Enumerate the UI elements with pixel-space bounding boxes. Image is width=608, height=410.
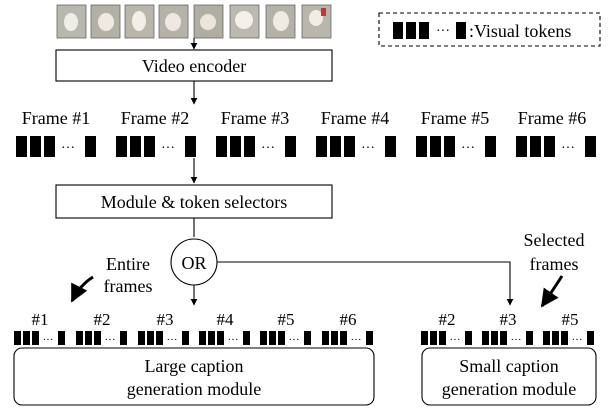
- legend: ··· :Visual tokens: [378, 12, 601, 47]
- frame-label: Frame #6: [518, 108, 586, 128]
- small-module-line1: Small caption: [459, 356, 558, 376]
- frame-label: Frame #3: [221, 108, 289, 128]
- entire-frames-line2: frames: [104, 276, 153, 296]
- svg-text:···: ···: [289, 334, 300, 346]
- svg-text:···: ···: [167, 334, 178, 346]
- frame-label: Frame #1: [22, 108, 90, 128]
- video-frame-thumbnail: [56, 4, 87, 39]
- frame-label: Frame #5: [421, 108, 489, 128]
- selector-label: Module & token selectors: [101, 192, 287, 212]
- svg-text:···: ···: [261, 141, 275, 156]
- selected-frames-arrow: [540, 275, 564, 308]
- small-module-line2: generation module: [442, 379, 576, 399]
- svg-text:···: ···: [450, 334, 461, 346]
- small-caption-module: Small caption generation module: [421, 347, 597, 406]
- frame-token-group: ···: [516, 136, 596, 157]
- or-label: OR: [181, 253, 206, 273]
- entire-frames-arrow: [70, 275, 94, 303]
- svg-text:···: ···: [43, 334, 54, 346]
- large-frame-label: #1: [32, 310, 49, 329]
- large-frame-label: #4: [217, 310, 235, 329]
- svg-text:···: ···: [572, 334, 583, 346]
- svg-text:···: ···: [105, 334, 116, 346]
- small-token-group: ···: [543, 331, 594, 346]
- small-token-group: ···: [482, 331, 533, 346]
- large-frame-label: #6: [340, 310, 357, 329]
- svg-text:···: ···: [561, 141, 575, 156]
- large-frame-label: #2: [94, 310, 111, 329]
- large-caption-module: Large caption generation module: [13, 347, 375, 406]
- large-token-group: ···: [260, 331, 311, 346]
- selected-frames-line1: Selected: [524, 230, 585, 250]
- video-frame-thumbnail: [158, 4, 189, 39]
- frame-token-group: ···: [416, 136, 496, 157]
- svg-text:···: ···: [61, 141, 75, 156]
- large-token-group: ···: [199, 331, 250, 346]
- small-frame-label: #2: [439, 310, 456, 329]
- video-frame-thumbnail: [124, 4, 155, 39]
- small-token-group: ···: [421, 331, 472, 346]
- legend-label: :Visual tokens: [469, 21, 571, 41]
- frame-token-group: ···: [216, 136, 296, 157]
- frame-token-group: ···: [16, 136, 96, 157]
- video-frame-thumbnail: [265, 4, 296, 39]
- svg-text:···: ···: [228, 334, 239, 346]
- legend-token-icon: ···: [393, 22, 466, 39]
- svg-text:···: ···: [161, 141, 175, 156]
- or-node: OR: [170, 238, 218, 286]
- frame-token-group: ···: [316, 136, 396, 157]
- entire-frames-line1: Entire: [106, 254, 150, 274]
- small-frame-label: #3: [500, 310, 517, 329]
- video-frame-thumbnail: [301, 4, 332, 39]
- large-frame-label: #5: [278, 310, 295, 329]
- frame-label: Frame #2: [121, 108, 189, 128]
- svg-text:···: ···: [511, 334, 522, 346]
- small-frame-label: #5: [562, 310, 579, 329]
- svg-text:···: ···: [361, 141, 375, 156]
- frame-token-group: ···: [116, 136, 196, 157]
- large-token-group: ···: [138, 331, 189, 346]
- large-token-group: ···: [322, 331, 373, 346]
- video-encoder-label: Video encoder: [142, 56, 246, 76]
- svg-text:···: ···: [436, 24, 450, 39]
- video-encoder-box: Video encoder: [55, 49, 333, 82]
- svg-text:···: ···: [351, 334, 362, 346]
- selected-frames-line2: frames: [530, 254, 579, 274]
- video-frame-thumbnail: [229, 4, 260, 39]
- video-thumbnail-strip: [56, 4, 332, 39]
- selector-box: Module & token selectors: [55, 184, 333, 219]
- large-frame-label: #3: [157, 310, 174, 329]
- large-token-group: ···: [76, 331, 127, 346]
- frame-label: Frame #4: [321, 108, 389, 128]
- svg-text:···: ···: [461, 141, 475, 156]
- large-module-line2: generation module: [127, 379, 261, 399]
- large-token-group: ···: [14, 331, 65, 346]
- video-frame-thumbnail: [90, 4, 121, 39]
- large-module-line1: Large caption: [144, 356, 243, 376]
- video-frame-thumbnail: [193, 4, 224, 39]
